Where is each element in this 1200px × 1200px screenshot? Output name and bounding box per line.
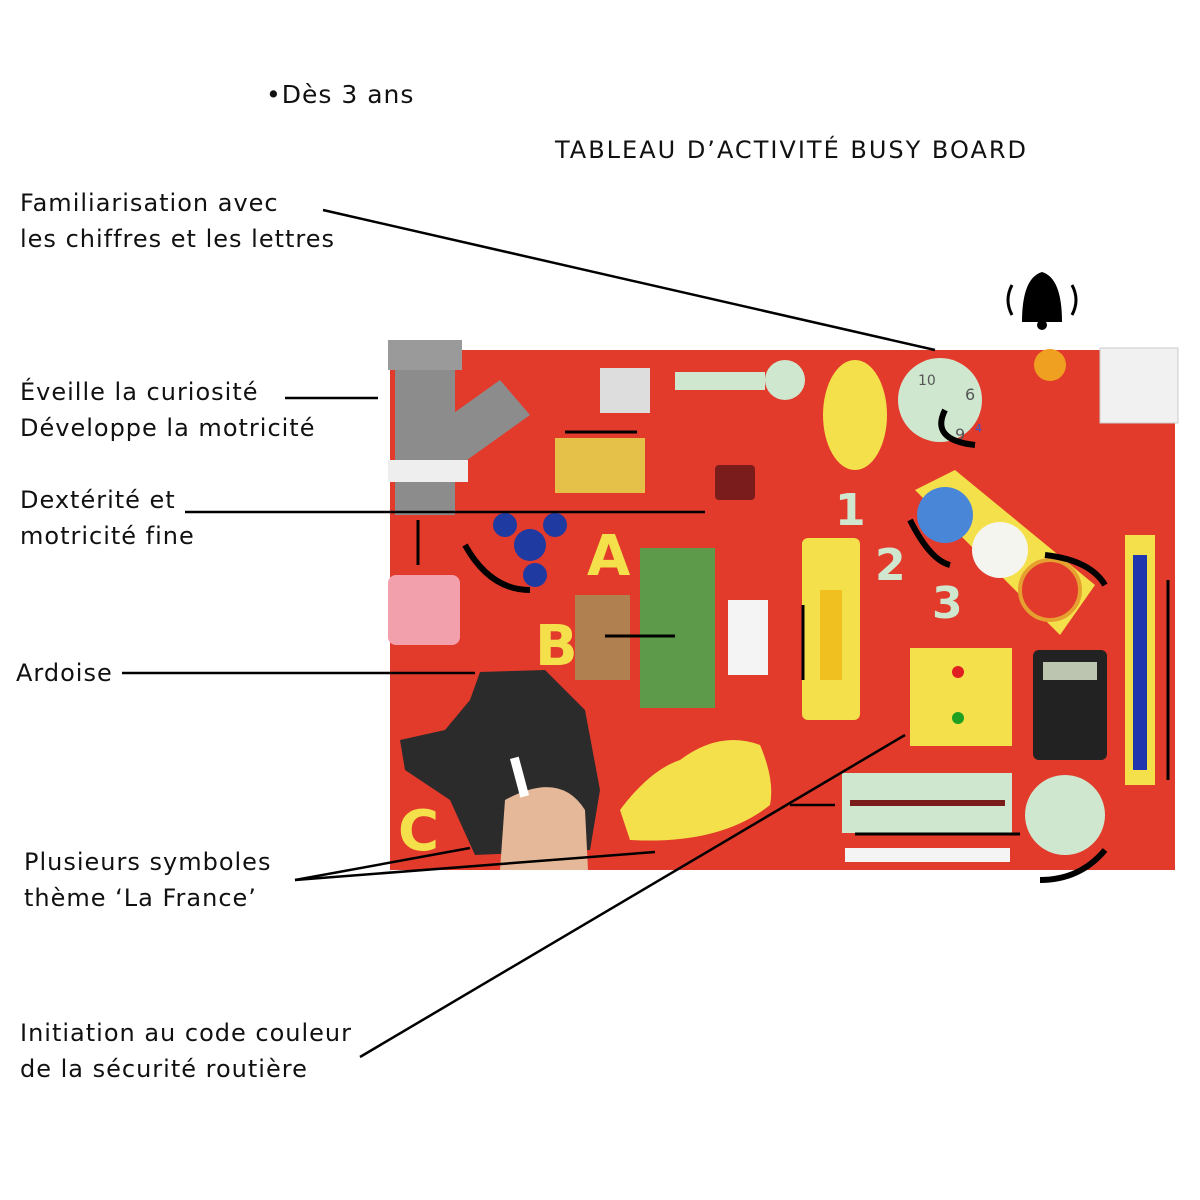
- gear-icon: [917, 487, 973, 543]
- traffic-light-panel: [910, 648, 1012, 746]
- label-line: Dextérité et: [20, 486, 176, 514]
- label-france: Plusieurs symboles thème ‘La France’: [24, 844, 271, 916]
- label-line: les chiffres et les lettres: [20, 225, 336, 253]
- label-line: motricité fine: [20, 522, 195, 550]
- wheel-icon: [600, 368, 650, 413]
- number-dial: [898, 358, 982, 442]
- label-road-safety: Initiation au code couleur de la sécurit…: [20, 1015, 352, 1087]
- label-dexterity: Dextérité et motricité fine: [20, 482, 195, 554]
- velcro-strip: [845, 848, 1010, 862]
- page-title: TABLEAU D’ACTIVITÉ BUSY BOARD: [555, 136, 1029, 164]
- light-switch-icon: [1099, 347, 1179, 424]
- pipe-icon: [388, 340, 530, 515]
- latch-icon: [555, 438, 645, 493]
- label-line: Éveille la curiosité: [20, 378, 259, 406]
- dial-number: 10: [918, 373, 936, 389]
- age-label: •Dès 3 ans: [266, 80, 415, 109]
- key-icon: [675, 372, 765, 390]
- label-line: Développe la motricité: [20, 414, 316, 442]
- number-2: 2: [875, 540, 906, 591]
- spiral-gear-icon: [1025, 775, 1105, 855]
- label-numbers-letters: Familiarisation avec les chiffres et les…: [20, 185, 335, 257]
- doorbell-icon: [1034, 349, 1066, 381]
- hinge-plate: [728, 600, 768, 675]
- padlock-icon: [715, 465, 755, 500]
- squirrel-picture: [640, 548, 715, 708]
- car-icon: [620, 740, 772, 841]
- letter-c: C: [398, 799, 439, 864]
- leader-lines: [122, 208, 936, 1059]
- label-curiosity: Éveille la curiosité Développe la motric…: [20, 374, 315, 446]
- label-line: Familiarisation avec: [20, 189, 279, 217]
- number-3: 3: [932, 578, 963, 629]
- number-1: 1: [835, 485, 866, 536]
- letter-a: A: [587, 524, 631, 589]
- dial-number: 9: [955, 425, 965, 444]
- dial-number: 4: [975, 422, 982, 435]
- cup-icon: [388, 575, 460, 645]
- gear-icon: [972, 522, 1028, 578]
- gear-icon: [1018, 558, 1082, 622]
- label-line: Plusieurs symboles: [24, 848, 272, 876]
- label-slate: Ardoise: [16, 659, 113, 687]
- shoe-lace-icon: [823, 360, 887, 470]
- motion-arrows: [416, 408, 1170, 883]
- bell-icon: [1006, 272, 1078, 330]
- fidget-spinner-icon: [493, 513, 567, 587]
- dial-number: 6: [965, 385, 975, 404]
- label-line: Initiation au code couleur: [20, 1019, 352, 1047]
- letter-b: B: [535, 614, 578, 679]
- label-line: thème ‘La France’: [24, 884, 257, 912]
- hand-with-chalk: [500, 787, 588, 870]
- label-line: de la sécurité routière: [20, 1055, 308, 1083]
